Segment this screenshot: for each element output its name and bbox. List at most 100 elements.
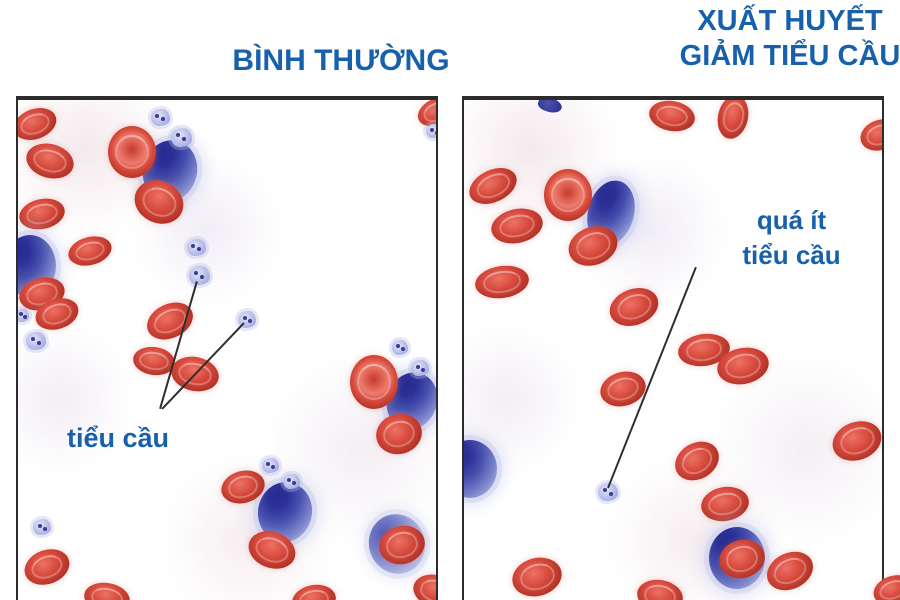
left-panel-title: BÌNH THƯỜNG [232,44,450,77]
cell-highlight-ring [252,533,292,567]
panel-low-platelet-blood: quá ít tiểu cầu [462,96,884,600]
platelet [426,124,436,138]
platelet-granule [396,344,401,348]
red-blood-cell [604,281,664,333]
cell-highlight-ring [836,423,878,459]
cell-highlight-ring [137,182,181,222]
cell-highlight-ring [551,177,585,213]
cell-fragment [536,100,564,116]
red-blood-cell [488,203,546,249]
cell-highlight-ring [604,373,642,405]
platelet-granule [155,113,160,118]
red-blood-cell [856,114,882,156]
platelet-granule [181,137,186,142]
platelet-granule [31,337,36,342]
platelet [392,339,408,355]
platelet [26,332,46,350]
red-blood-cell [108,126,156,178]
platelet [186,238,206,256]
red-blood-cell [350,355,398,409]
cell-highlight-ring [72,238,108,264]
red-blood-cell [22,138,78,184]
platelet [170,127,192,147]
platelet [18,308,29,322]
platelet-granule [291,481,296,486]
platelet-granule [175,133,180,138]
platelet-granule [270,465,275,470]
platelet-granule [199,275,204,280]
low-platelet-label: quá ít tiểu cầu [709,203,874,273]
cell-highlight-ring [297,587,331,600]
cell-highlight-ring [719,100,747,134]
cell-highlight-ring [115,134,149,170]
red-blood-cell [668,433,726,489]
red-blood-cell [646,100,698,135]
cell-highlight-ring [472,169,514,203]
platelet-granule [286,478,291,482]
cell-highlight-ring [420,100,436,126]
cell-highlight-ring [613,289,655,325]
cell-highlight-ring [863,120,882,150]
platelet-granule [36,341,41,346]
platelet-granule [247,319,252,324]
red-blood-cell [409,569,436,600]
red-blood-cell [81,579,133,600]
cell-highlight-ring [18,109,53,139]
cell-highlight-ring [357,364,391,400]
platelet-granule [22,315,27,320]
red-blood-cell [760,544,820,598]
red-blood-cell [827,414,882,468]
platelet-granule [191,243,196,248]
platelet [150,108,170,126]
red-blood-cell [18,102,61,146]
red-blood-cell [713,100,753,142]
cell-highlight-ring [30,145,70,177]
cell-highlight-ring [383,528,421,562]
platelet-granule [193,271,198,276]
panel-normal-blood: tiểu cầu [16,96,438,600]
platelet-granule [420,368,425,373]
right-panel-title-line2: GIẢM TIỂU CẦU [679,40,900,73]
red-blood-cell [464,160,523,212]
red-blood-cell [507,552,567,600]
platelet-granule [42,527,47,532]
right-panel-title: XUẤT HUYẾT GIẢM TIỂU CẦU [650,4,900,75]
platelet-granule [265,462,270,466]
cell-highlight-ring [417,576,436,600]
platelet [261,457,279,473]
right-panel-title-line1: XUẤT HUYẾT [697,5,883,37]
red-blood-cell [698,483,752,525]
low-platelet-cells-layer [464,100,882,600]
cell-highlight-ring [481,268,523,296]
cell-highlight-ring [138,349,170,373]
red-blood-cell [19,543,75,591]
cell-highlight-ring [722,350,764,382]
cell-highlight-ring [24,200,60,228]
platelet-granule [242,315,247,320]
platelet [282,473,300,489]
platelet-granule [608,492,613,497]
cell-highlight-ring [89,585,125,600]
cell-highlight-ring [677,442,717,480]
platelet-granule [37,523,42,528]
platelet-granule [400,347,405,352]
cell-highlight-ring [572,228,614,264]
cell-highlight-ring [723,542,761,576]
platelet-granule [160,117,165,122]
low-platelet-label-line2: tiểu cầu [742,240,841,271]
platelet-granule [603,488,608,493]
platelet [33,519,51,535]
platelet-granule [430,128,435,133]
cell-highlight-ring [684,337,724,363]
red-blood-cell [289,581,339,600]
normal-blood-cells-layer [18,100,436,600]
platelet [411,360,429,376]
red-blood-cell [18,194,68,234]
cell-highlight-ring [496,211,538,241]
platelet-granule [415,364,420,369]
cell-highlight-ring [654,103,690,129]
platelet-granule [196,247,201,252]
cell-highlight-ring [225,472,261,502]
platelet [188,265,210,285]
